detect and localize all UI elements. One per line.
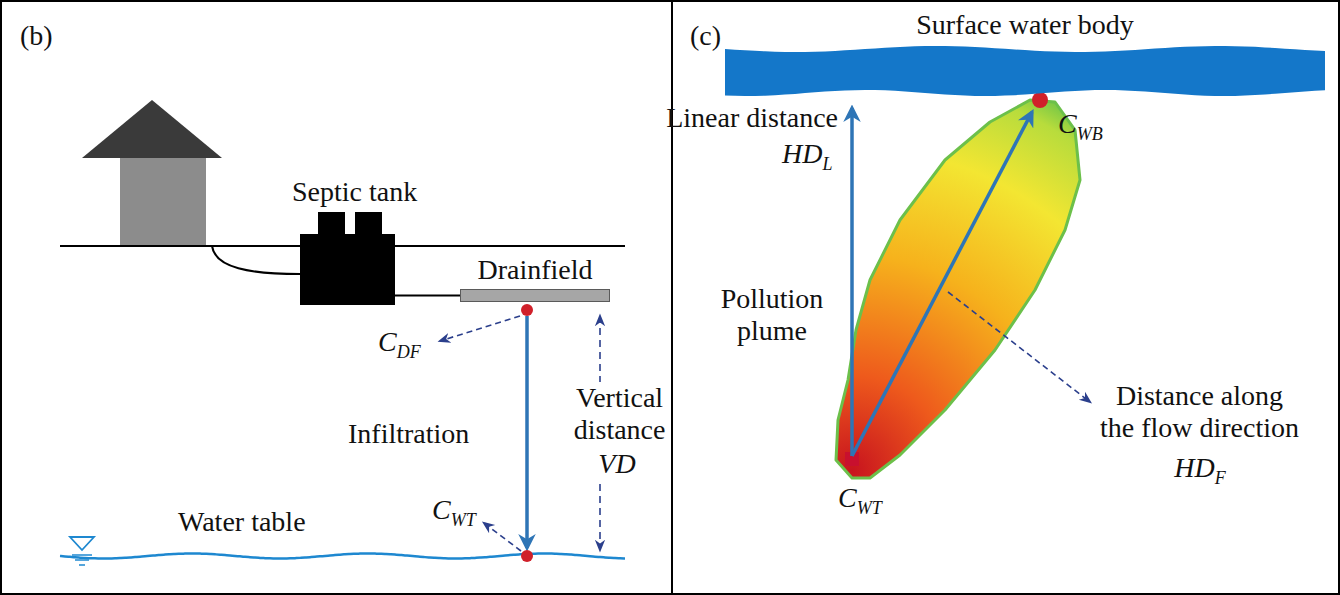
point-marker — [521, 304, 533, 316]
subscript: DF — [397, 342, 421, 362]
house-body — [120, 158, 206, 246]
water-body-band-shape — [725, 45, 1325, 97]
leader-arrow — [484, 523, 521, 551]
water-body-band: Surface water body — [725, 45, 1325, 97]
point-marker — [1032, 92, 1048, 108]
subscript: L — [822, 154, 832, 174]
linear-distance-arrow — [850, 108, 854, 456]
house-roof — [82, 100, 222, 158]
water-symbol — [75, 559, 89, 561]
label-text: Water table — [178, 506, 306, 537]
house-pipe — [212, 246, 300, 274]
leader-arrow — [948, 292, 1090, 402]
node-label: Septic tank — [292, 176, 417, 208]
subscript: WB — [1077, 124, 1103, 144]
label-text: Infiltration — [348, 418, 469, 449]
dimension-symbol: HDF — [1174, 452, 1225, 489]
label-text: VD — [598, 448, 635, 479]
label-text: (c) — [690, 20, 721, 51]
process-label: Infiltration — [348, 418, 469, 450]
septic-tank: Septic tank — [300, 212, 395, 305]
node-label: Drainfield — [477, 254, 592, 286]
label-text: Vertical distance — [574, 382, 666, 445]
label-text: (b) — [20, 20, 53, 51]
dimension-symbol: HDL — [782, 138, 832, 175]
point-marker — [521, 550, 533, 562]
label-text: C — [378, 326, 397, 357]
plume-label: Pollution plume — [709, 283, 835, 347]
drainfield-bar: Drainfield — [460, 289, 610, 302]
dimension-label: Distance along the flow direction — [1098, 380, 1301, 444]
label-text: HD — [782, 138, 822, 169]
subscript: F — [1215, 468, 1226, 488]
panel-label: (b) — [20, 20, 53, 52]
water-symbol — [72, 554, 92, 556]
infiltration-arrow — [525, 316, 529, 548]
label-text: Distance along the flow direction — [1100, 380, 1299, 443]
pollution-plume — [836, 100, 1080, 478]
water-body-band — [725, 46, 1325, 96]
panel-label: (c) — [690, 20, 721, 52]
concentration-symbol: CWT — [432, 494, 476, 531]
panel-divider — [671, 1, 673, 594]
label-text: C — [1058, 108, 1077, 139]
concentration-symbol: CDF — [378, 326, 421, 363]
label-text: Linear distance — [666, 102, 838, 133]
concentration-symbol: CWB — [1058, 108, 1103, 145]
septic-tank-shape — [300, 212, 395, 305]
label-text: HD — [1174, 452, 1214, 483]
water-symbol — [70, 537, 94, 550]
label-text: Pollution plume — [721, 283, 824, 346]
water-table-label: Water table — [178, 506, 306, 538]
dimension-label: Linear distance — [666, 102, 838, 134]
dimension-symbol: VD — [596, 448, 637, 480]
flow-distance-arrow — [852, 112, 1032, 456]
water-symbol — [79, 564, 85, 566]
label-text: C — [838, 482, 857, 513]
concentration-symbol: CWT — [838, 482, 882, 519]
subscript: WT — [857, 498, 882, 518]
tank-body — [300, 234, 395, 305]
subscript: WT — [451, 510, 476, 530]
water-table-line — [60, 554, 625, 559]
label-text: C — [432, 494, 451, 525]
node-label: Surface water body — [916, 9, 1134, 41]
pipe-connector — [395, 295, 460, 297]
dimension-label: Vertical distance — [570, 382, 669, 446]
leader-arrow — [440, 316, 520, 341]
